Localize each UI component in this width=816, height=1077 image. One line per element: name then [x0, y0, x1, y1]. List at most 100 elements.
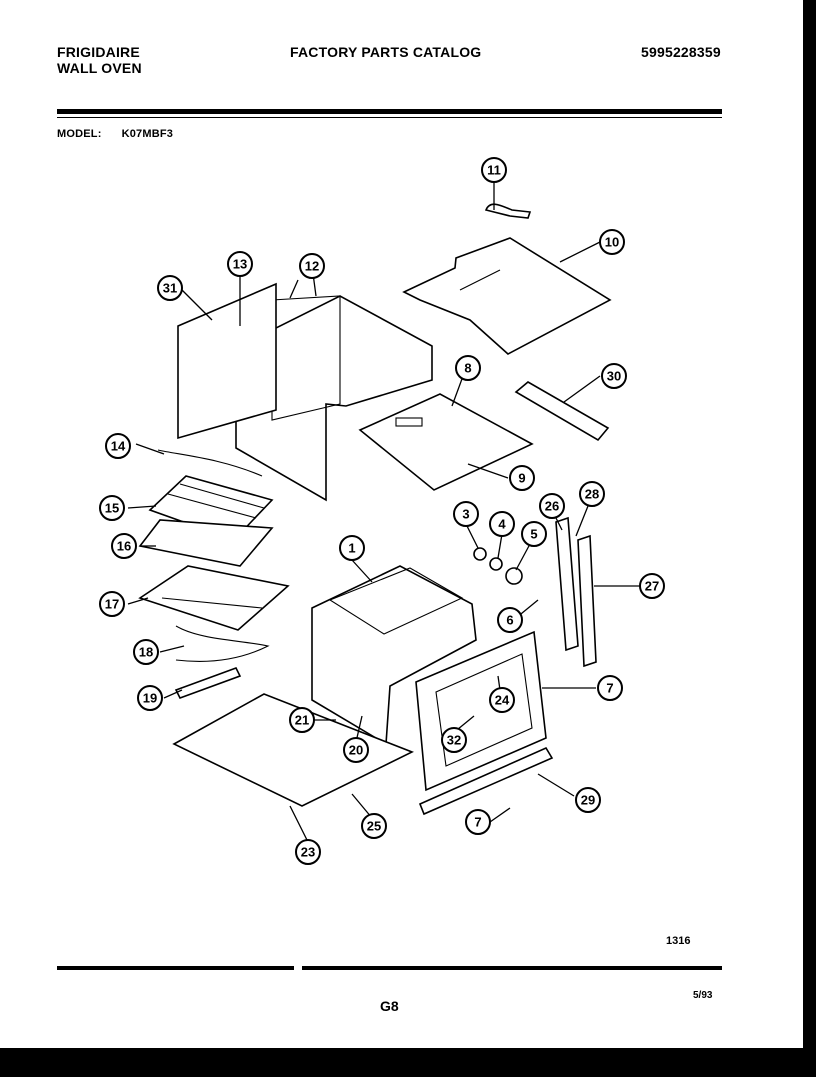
callout-24: 24 [489, 687, 515, 713]
header-rule-thin [57, 117, 722, 118]
footer-rule-left [57, 966, 294, 970]
model-line: MODEL: K07MBF3 [57, 128, 193, 140]
callout-26-label: 26 [545, 499, 559, 514]
scan-border-bottom [0, 1048, 816, 1077]
callout-11-label: 10 [605, 235, 619, 250]
callout-30-label: 30 [607, 369, 621, 384]
callout-18-label: 17 [105, 597, 119, 612]
part-rack-18 [138, 565, 290, 631]
part-trim-29 [418, 746, 554, 816]
callout-12-label: 11 [487, 163, 501, 178]
callout-24-label: 24 [495, 693, 510, 708]
callout-5: 5 [521, 521, 547, 547]
callout-19-label: 18 [139, 645, 153, 660]
part-side-panel-31 [177, 282, 277, 440]
callout-12: 11 [481, 157, 507, 183]
part-3 [473, 547, 487, 561]
callout-3-label: 3 [462, 507, 469, 522]
leader-lines [127, 182, 640, 843]
product-type: WALL OVEN [57, 60, 142, 76]
part-trim-27 [577, 534, 597, 668]
callout-8-label: 7 [606, 681, 613, 696]
callout-29-label: 29 [581, 793, 595, 808]
callout-9-top: 8 [455, 355, 481, 381]
part-bracket-20 [174, 667, 242, 699]
callout-32: 32 [441, 727, 467, 753]
callout-20: 19 [137, 685, 163, 711]
callout-4-label: 4 [498, 517, 506, 532]
part-4 [489, 557, 503, 571]
callout-21-label: 20 [349, 743, 363, 758]
page-code: G8 [380, 998, 399, 1014]
callout-23: 23 [295, 839, 321, 865]
header-rule [57, 109, 722, 114]
callout-5-label: 5 [530, 527, 537, 542]
callout-23-label: 23 [301, 845, 315, 860]
callout-31-label: 31 [163, 281, 177, 296]
brand-name: FRIGIDAIRE [57, 44, 140, 60]
callout-14-label: 13 [233, 257, 247, 272]
callout-6: 6 [497, 607, 523, 633]
part-broiler-pan-17 [138, 519, 274, 567]
callout-31: 31 [157, 275, 183, 301]
callout-20-label: 19 [143, 691, 157, 706]
brand-block: FRIGIDAIRE WALL OVEN [57, 44, 142, 76]
callout-30: 30 [601, 363, 627, 389]
callout-11: 10 [599, 229, 625, 255]
callout-22-label: 21 [295, 713, 309, 728]
catalog-part-number: 5995228359 [641, 44, 721, 60]
callout-22: 21 [289, 707, 315, 733]
callout-4: 4 [489, 511, 515, 537]
callout-18: 17 [99, 591, 125, 617]
callout-26: 26 [539, 493, 565, 519]
callout-21: 20 [343, 737, 369, 763]
callout-10-label: 9 [518, 471, 525, 486]
callout-1-label: 1 [348, 541, 355, 556]
callout-25-label: 25 [367, 819, 381, 834]
part-element-15 [157, 449, 263, 477]
callout-27-label: 27 [645, 579, 659, 594]
callout-3: 3 [453, 501, 479, 527]
callout-6-label: 6 [506, 613, 513, 628]
part-bottom-23 [172, 693, 414, 807]
callout-8: 7 [597, 675, 623, 701]
callout-15: 14 [105, 433, 131, 459]
callout-14: 13 [227, 251, 253, 277]
footer-rule-right [302, 966, 722, 970]
part-bottom-panel-9 [358, 393, 534, 491]
callout-19: 18 [133, 639, 159, 665]
part-wrapper-13 [235, 295, 433, 502]
scan-border-right [803, 0, 816, 1077]
part-5 [505, 567, 523, 585]
part-top-panel-11 [402, 237, 612, 355]
model-number: K07MBF3 [121, 128, 174, 140]
callout-1: 1 [339, 535, 365, 561]
callout-16: 15 [99, 495, 125, 521]
callout-17-label: 16 [117, 539, 131, 554]
callout-29: 29 [575, 787, 601, 813]
revision-date: 5/93 [693, 990, 713, 1001]
callout-7-label: 7 [474, 815, 481, 830]
part-element-12 [484, 203, 532, 219]
callout-28-label: 28 [585, 487, 599, 502]
callout-10: 9 [509, 465, 535, 491]
callout-25: 25 [361, 813, 387, 839]
callout-9-top-label: 8 [464, 361, 471, 376]
part-trim-26 [555, 516, 579, 652]
model-label: MODEL: [57, 128, 102, 140]
callout-32-label: 32 [447, 733, 461, 748]
part-element-19 [175, 625, 270, 662]
diagram-number: 1316 [666, 935, 691, 947]
callout-7: 7 [465, 809, 491, 835]
callout-15-label: 14 [111, 439, 126, 454]
callout-16-label: 15 [105, 501, 119, 516]
callout-13: 12 [299, 253, 325, 279]
callout-13-label: 12 [305, 259, 319, 274]
part-bracket-30 [514, 381, 610, 442]
callout-17: 16 [111, 533, 137, 559]
catalog-title: FACTORY PARTS CATALOG [290, 44, 482, 60]
callout-27: 27 [639, 573, 665, 599]
callout-28: 28 [579, 481, 605, 507]
